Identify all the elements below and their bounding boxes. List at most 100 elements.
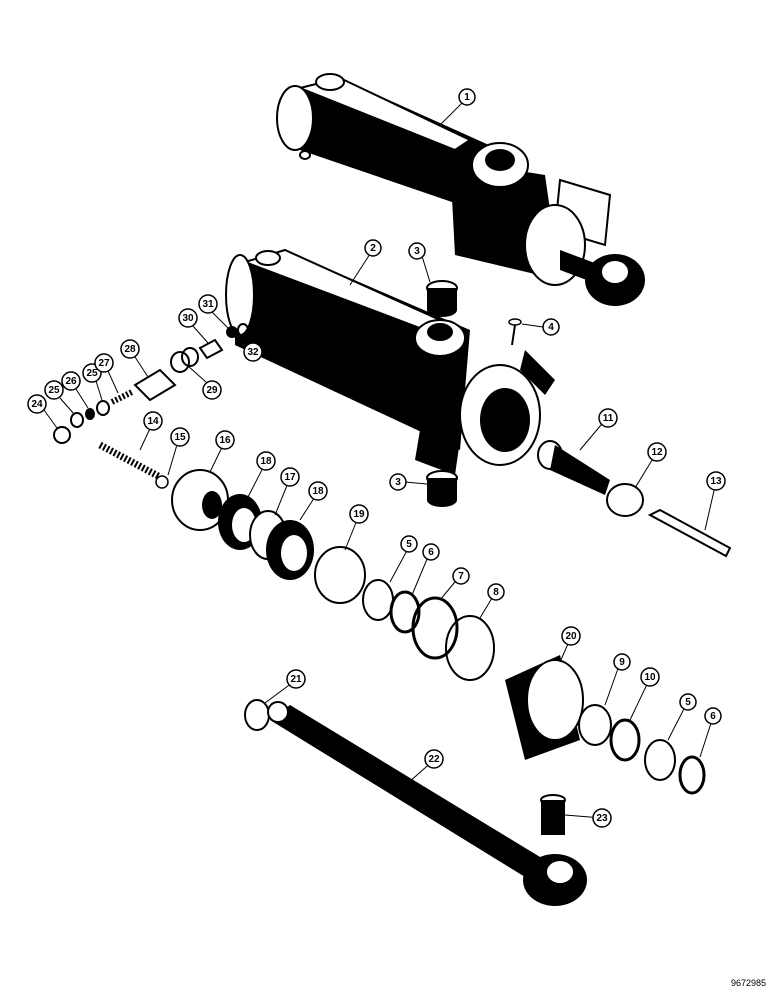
callout-label: 25 (48, 385, 60, 396)
callout-label: 19 (353, 509, 365, 520)
callout-c18b: 18 (308, 481, 328, 501)
part-21-washer (244, 699, 270, 731)
part-10-ring (609, 718, 641, 762)
callout-label: 13 (710, 476, 722, 487)
callout-label: 20 (565, 631, 577, 642)
callout-c22: 22 (424, 749, 444, 769)
part-11-fitting (537, 440, 610, 495)
callout-c14: 14 (143, 411, 163, 431)
callout-label: 8 (493, 587, 499, 598)
callout-c8: 8 (487, 583, 505, 601)
callout-label: 11 (603, 413, 614, 424)
callout-label: 27 (98, 358, 110, 369)
callout-label: 21 (290, 674, 302, 685)
callout-label: 1 (464, 92, 470, 103)
part-22-piston-rod (267, 701, 587, 906)
callout-label: 3 (395, 477, 401, 488)
part-14-spring (98, 441, 162, 481)
part-27-spring (110, 389, 134, 405)
part-6-oring-lower (678, 755, 706, 795)
callout-c17: 17 (280, 467, 300, 487)
callout-label: 7 (458, 571, 464, 582)
callout-label: 29 (206, 385, 218, 396)
reference-code: 9672985 (730, 978, 766, 988)
callout-label: 3 (414, 246, 420, 257)
part-13-rod (647, 508, 732, 558)
callout-c18a: 18 (256, 451, 276, 471)
callout-label: 2 (370, 243, 376, 254)
callout-c10: 10 (640, 667, 660, 687)
part-29-seals (170, 347, 199, 373)
callout-c11: 11 (598, 408, 618, 428)
callout-label: 30 (182, 313, 194, 324)
callout-c21: 21 (286, 669, 306, 689)
callout-c16: 16 (215, 430, 235, 450)
callout-label: 18 (312, 486, 324, 497)
part-23-bushing (540, 794, 566, 835)
callout-label: 15 (174, 432, 186, 443)
callout-label: 10 (644, 672, 656, 683)
callout-label: 17 (284, 472, 296, 483)
part-5-ring-upper (362, 579, 394, 621)
callout-c6a: 6 (422, 543, 440, 561)
part-19-cap (314, 546, 366, 604)
part-32-oring (237, 323, 249, 337)
callout-label: 16 (219, 435, 231, 446)
callout-c29: 29 (202, 380, 222, 400)
callout-label: 4 (548, 322, 554, 333)
part-30-plug (198, 338, 224, 360)
part-2-cylinder-barrel (225, 248, 555, 475)
callout-c7: 7 (452, 567, 470, 585)
callout-label: 32 (247, 347, 259, 358)
callout-label: 24 (31, 399, 43, 410)
callout-c12: 12 (647, 442, 667, 462)
callout-c26: 26 (61, 371, 81, 391)
part-3-bushing-upper (426, 280, 458, 317)
callout-c15: 15 (170, 427, 190, 447)
part-4-screw (508, 318, 522, 346)
callout-label: 18 (260, 456, 272, 467)
callout-c4: 4 (542, 318, 560, 336)
part-7-oring (411, 596, 459, 660)
callout-label: 5 (685, 697, 691, 708)
part-16-cap (171, 469, 229, 531)
callout-label: 25 (86, 368, 98, 379)
part-25-washer-left (70, 412, 84, 428)
callout-label: 28 (124, 344, 136, 355)
callout-label: 31 (202, 299, 214, 310)
callout-label: 6 (710, 711, 716, 722)
part-8-backup-ring (445, 615, 495, 681)
callout-c1: 1 (458, 88, 476, 106)
callout-label: 5 (406, 539, 412, 550)
part-12-washer (606, 483, 644, 517)
part-28-valve-body (133, 368, 177, 402)
callout-c6b: 6 (704, 707, 722, 725)
callout-c13: 13 (706, 471, 726, 491)
part-24-cap (53, 426, 71, 444)
callout-c19: 19 (349, 504, 369, 524)
callout-label: 26 (65, 376, 77, 387)
callout-c28: 28 (120, 339, 140, 359)
part-20-gland (505, 655, 584, 760)
callout-c25a: 25 (44, 380, 64, 400)
callout-c30: 30 (178, 308, 198, 328)
part-9-wiper (578, 704, 612, 746)
callout-c23: 23 (592, 808, 612, 828)
part-15-ball (155, 475, 169, 489)
callout-c20: 20 (561, 626, 581, 646)
callout-c27: 27 (94, 353, 114, 373)
callout-c24: 24 (27, 394, 47, 414)
callout-c5b: 5 (679, 693, 697, 711)
callout-c9: 9 (613, 653, 631, 671)
callout-c3b: 3 (389, 473, 407, 491)
part-5-ring-lower (644, 739, 676, 781)
callout-c3a: 3 (408, 242, 426, 260)
callout-c31: 31 (198, 294, 218, 314)
callout-label: 22 (428, 754, 440, 765)
callout-c5a: 5 (400, 535, 418, 553)
callout-label: 9 (619, 657, 625, 668)
part-26-washer (85, 408, 95, 420)
part-25-washer-right (96, 400, 110, 416)
part-31-nut (226, 326, 238, 338)
